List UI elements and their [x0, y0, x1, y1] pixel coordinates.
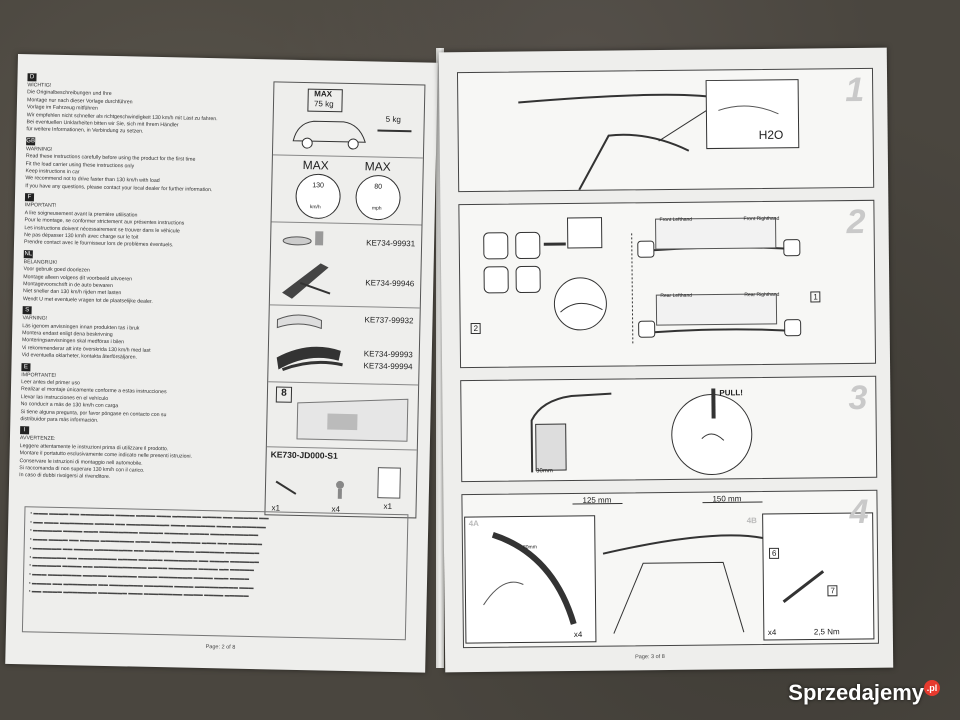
step-3-number: 3 [848, 378, 868, 418]
language-badge: E [21, 362, 31, 371]
callout-2: 2 [470, 322, 482, 335]
front-righthand-label: Front Righthand [743, 215, 780, 223]
step-2-number: 2 [846, 202, 866, 242]
speed-max-mph-label: MAX [364, 159, 391, 174]
callout-6: 6 [768, 547, 780, 559]
speed-limit-cell: MAX MAX 130 km/h 80 mph [271, 155, 423, 226]
torque-label: 2,5 Nm [813, 627, 840, 637]
language-badge: GB [26, 137, 36, 146]
rear-righthand-label: Rear Righthand [744, 291, 780, 299]
watermark-text: Sprzedajemy [788, 680, 924, 705]
speedometer-icons [295, 173, 401, 221]
max-load-label: MAX [314, 89, 333, 99]
step-4-number: 4 [849, 492, 869, 532]
part-code-3: KE737-99932 [364, 315, 414, 326]
language-badge: D [27, 73, 37, 82]
instruction-page-right: 1 H2O 2 [438, 47, 894, 673]
kit-code: KE730-JD000-S1 [270, 449, 338, 461]
interior-dashboard-icon [296, 398, 409, 442]
language-badge: I [20, 426, 30, 435]
page-fold [436, 48, 444, 668]
dim-125mm-label: 125 mm [582, 495, 612, 505]
kit-contents-cell: KE730-JD000-S1 x1 x4 x1 [265, 447, 416, 520]
speed-max-kmh-label: MAX [302, 157, 329, 173]
watermark-suffix: .pl [924, 680, 940, 696]
rear-lefthand-label: Rear Lefthand [660, 292, 693, 300]
foot-pad-illustration [530, 388, 753, 476]
step-1-panel: 1 H2O [456, 67, 875, 193]
foot-positions-illustration [483, 217, 802, 344]
parts-cell-2: KE737-99932 KE734-99993 KE734-99994 [268, 305, 420, 386]
step-8-number: 8 [275, 386, 293, 403]
language-badge: NL [23, 249, 33, 259]
kit-parts-icon [275, 467, 401, 499]
weight-limit-cell: MAX 75 kg 5 kg [272, 82, 425, 159]
part-code-2: KE734-99946 [365, 278, 415, 289]
qty-4a-label: x4 [573, 629, 583, 639]
water-label: H2O [758, 127, 784, 143]
roof-mounting-illustration [464, 501, 875, 644]
dim-150mm-label: 150 mm [712, 494, 742, 504]
speed-mph-unit: mph [371, 205, 382, 212]
dim-80mm-label: 80mm [522, 544, 537, 551]
parts-cell-1: KE734-99931 KE734-99946 [269, 222, 422, 309]
strap-holder-icon [276, 314, 343, 372]
part-code-1: KE734-99931 [366, 238, 416, 249]
part-code-4: KE734-99993 [363, 349, 413, 360]
callout-1: 1 [810, 291, 821, 303]
step-8-cell: 8 [266, 382, 419, 451]
qty-4b-label: x4 [767, 627, 777, 637]
speed-mph-value: 80 [374, 183, 383, 191]
page-number-right: Page: 3 of 8 [635, 654, 665, 661]
bike-holder-icon [282, 231, 331, 299]
callout-7: 7 [827, 585, 838, 597]
roof-cleaning-illustration [518, 79, 800, 191]
max-load-value: 75 kg [313, 99, 334, 109]
step-4a-label: 4A [468, 518, 479, 529]
pull-label: PULL! [719, 388, 743, 398]
step-4b-label: 4B [746, 516, 757, 526]
roof-load-icon [292, 88, 412, 150]
step-4-panel: 4 125 mm 150 mm 4A 4B 80mm x4 x4 6 7 2,5… [461, 489, 879, 649]
step-3-panel: 3 PULL! 30mm [460, 375, 878, 483]
language-badge: S [22, 306, 32, 315]
watermark-logo: Sprzedajemy.pl [788, 680, 940, 706]
page-number-left: Page: 2 of 8 [205, 644, 236, 651]
speed-kmh-unit: km/h [309, 204, 321, 211]
footnote-box: ▪ ▬▬▬ ▬▬▬▬ ▬▬ ▬▬▬▬▬▬▬ ▬▬▬▬ ▬▬▬▬ ▬▬▬ ▬▬▬▬… [21, 506, 409, 641]
dim-30mm-label: 30mm [536, 468, 553, 475]
step-2-panel: 2 Front Lefthand Front Righthand Rear Le… [458, 199, 877, 369]
part-code-5: KE734-99994 [363, 361, 413, 372]
language-badge: F [24, 193, 35, 202]
icon-column: MAX 75 kg 5 kg MAX MAX 130 km/h 80 mph [264, 81, 426, 520]
front-lefthand-label: Front Lefthand [659, 216, 693, 224]
kit-qty-3: x1 [383, 501, 393, 511]
step-1-number: 1 [845, 70, 865, 110]
bars-weight-value: 5 kg [385, 114, 401, 125]
speed-kmh-value: 130 [312, 182, 325, 190]
